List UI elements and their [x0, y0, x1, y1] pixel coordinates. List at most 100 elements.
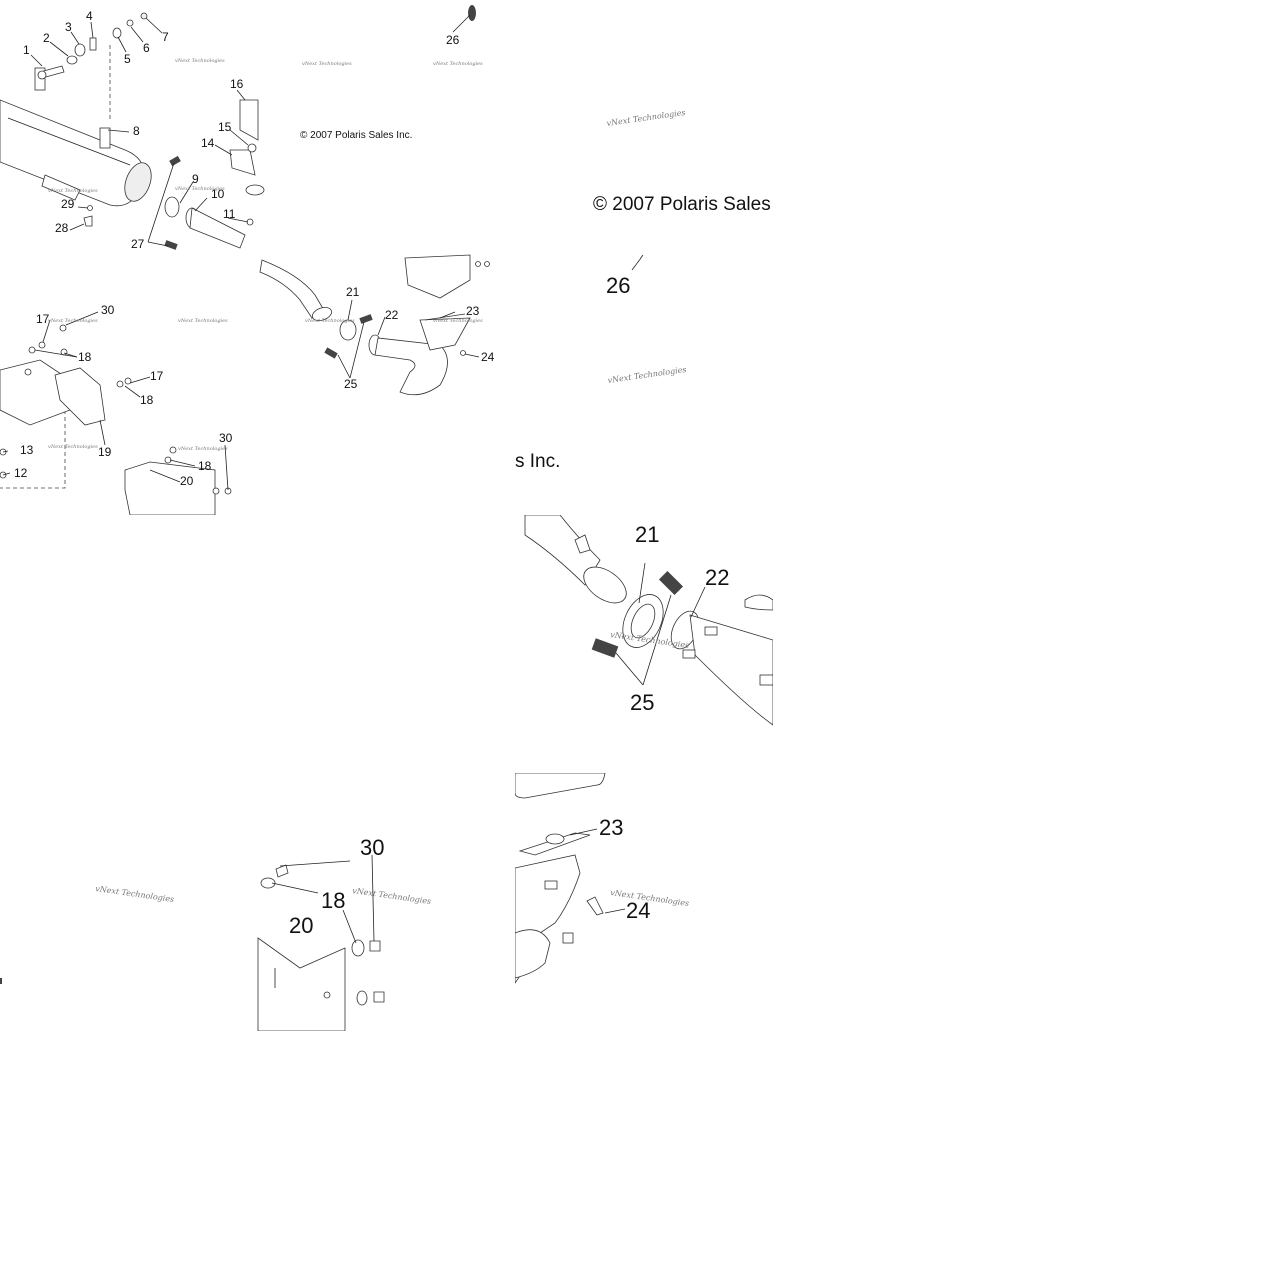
callout-28: 28 [55, 221, 69, 235]
spring-part-27a [169, 155, 181, 167]
zoom-23-24-labels: 23 24 [599, 815, 650, 923]
zoom-26-label-diagram: 26 vNext Technologies s Inc. [515, 258, 687, 472]
spring-zoom-part-25a [658, 570, 684, 596]
zoom-26-watermark-2: vNext Technologies [607, 365, 687, 385]
spacer-part-4 [89, 37, 97, 51]
heat-shield-zoom-part-20 [257, 937, 346, 1031]
overview-diagram-panel: 1 2 3 4 5 6 7 8 9 10 11 12 13 14 15 16 1… [0, 0, 515, 515]
nut-zoom-part-30b [369, 940, 381, 952]
zoom-30-18-20-diagram: vNext Technologies vNext Technologies 30… [95, 835, 432, 1031]
callout-29: 29 [61, 197, 75, 211]
spring-part-25b [324, 347, 338, 359]
svg-text:vNext Technologies: vNext Technologies [48, 318, 98, 324]
svg-text:vNext Technologies: vNext Technologies [175, 58, 225, 64]
callout-17-b: 17 [36, 312, 50, 326]
zoom-26-panel: © 2007 Polaris Sales vNext Technologies [515, 0, 773, 258]
zoom-label-23: 23 [599, 815, 623, 840]
washer-zoom-part-18c [356, 990, 368, 1006]
svg-text:vNext Technologies: vNext Technologies [95, 884, 175, 904]
zoom-label-20: 20 [289, 913, 313, 938]
callout-19: 19 [98, 445, 112, 459]
bolt-zoom-part-24 [586, 896, 604, 916]
svg-text:vNext Technologies: vNext Technologies [48, 188, 98, 194]
callout-9: 9 [192, 172, 199, 186]
bracket-part-14 [229, 149, 256, 176]
exhaust-pipe-zoom-part-22 [670, 610, 773, 726]
washer-part-2 [66, 55, 78, 65]
svg-text:vNext Technologies: vNext Technologies [606, 108, 686, 128]
muffler-part [0, 67, 152, 207]
svg-text:vNext Technologies: vNext Technologies [607, 365, 687, 385]
zoom-label-26: 26 [606, 273, 630, 298]
washer-part-29 [87, 205, 93, 211]
callout-22: 22 [385, 308, 399, 322]
zoom-21-22-25-diagram: 21 22 25 vNext Technologies [524, 515, 773, 726]
callout-18: 18 [78, 350, 92, 364]
callout-30-a: 30 [101, 303, 115, 317]
zoom-label-24: 24 [626, 898, 650, 923]
cap-part [245, 184, 265, 196]
copyright-text: © 2007 Polaris Sales Inc. [300, 130, 412, 141]
callout-18-c: 18 [198, 459, 212, 473]
callout-20: 20 [180, 474, 194, 488]
gasket-part-9 [164, 196, 180, 218]
callout-14: 14 [201, 136, 215, 150]
zoom-label-18: 18 [321, 888, 345, 913]
nut-zoom-part-30a [275, 864, 289, 878]
heat-shield-part [404, 254, 471, 299]
watermarks: vNext Technologies vNext Technologies vN… [48, 58, 483, 452]
callout-23: 23 [466, 304, 480, 318]
callout-12: 12 [14, 466, 28, 480]
callout-27: 27 [131, 237, 145, 251]
zoom-26-watermark: vNext Technologies [606, 108, 686, 128]
svg-text:vNext Technologies: vNext Technologies [178, 446, 228, 452]
zoom-label-30: 30 [360, 835, 384, 860]
heat-shield-zoom-edge [515, 773, 606, 799]
zoom-label-22: 22 [705, 565, 729, 590]
pipe-part-10 [185, 207, 246, 249]
callout-24: 24 [481, 350, 495, 364]
zoom-23-24-panel: 23 24 vNext Technologies [515, 773, 773, 1031]
zoom-26-diagram: © 2007 Polaris Sales vNext Technologies [593, 108, 771, 258]
svg-text:vNext Technologies: vNext Technologies [305, 318, 355, 324]
svg-text:vNext Technologies: vNext Technologies [433, 61, 483, 67]
callout-16: 16 [230, 77, 244, 91]
gasket-zoom-edge [744, 594, 773, 611]
callout-2: 2 [43, 31, 50, 45]
overview-callouts: 1 2 3 4 5 6 7 8 9 10 11 12 13 14 15 16 1… [14, 9, 495, 488]
callout-25: 25 [344, 377, 358, 391]
spring-part-27b [164, 240, 178, 250]
callout-13: 13 [20, 443, 34, 457]
gasket-zoom-part-23 [518, 832, 591, 856]
bolt-part-1 [37, 65, 65, 80]
gasket-zoom-part-21 [622, 594, 664, 648]
overview-diagram: 1 2 3 4 5 6 7 8 9 10 11 12 13 14 15 16 1… [0, 5, 495, 515]
callout-10: 10 [211, 187, 225, 201]
zoom-21-22-25-labels: 21 22 25 [630, 522, 729, 715]
callout-26: 26 [446, 33, 460, 47]
exhaust-manifold-zoom-part [515, 854, 581, 984]
head-pipe-part [259, 259, 333, 321]
fastener-part-15 [247, 143, 257, 153]
spring-zoom-part-25b [591, 638, 619, 658]
zoom-label-21: 21 [635, 522, 659, 547]
nut-zoom-part-30c [373, 991, 385, 1003]
zoom-30-watermarks: vNext Technologies vNext Technologies [95, 884, 432, 906]
callout-8: 8 [133, 124, 140, 138]
callout-11: 11 [223, 207, 236, 221]
gasket-part-23 [424, 313, 466, 321]
callout-4: 4 [86, 9, 93, 23]
head-pipe-zoom-part [524, 515, 627, 604]
callout-1: 1 [23, 43, 30, 57]
washer-zoom-part-18a [260, 877, 276, 889]
svg-text:vNext Technologies: vNext Technologies [433, 318, 483, 324]
callout-21: 21 [346, 285, 360, 299]
callout-7: 7 [162, 30, 169, 44]
svg-text:vNext Technologies: vNext Technologies [302, 61, 352, 67]
svg-text:vNext Technologies: vNext Technologies [175, 186, 225, 192]
callout-6: 6 [143, 41, 150, 55]
copyright-zoom-right: s Inc. [515, 451, 560, 472]
heat-shield-bracket-part [54, 367, 106, 426]
washer-part-5 [112, 27, 122, 39]
spring-part-25a [359, 314, 373, 324]
